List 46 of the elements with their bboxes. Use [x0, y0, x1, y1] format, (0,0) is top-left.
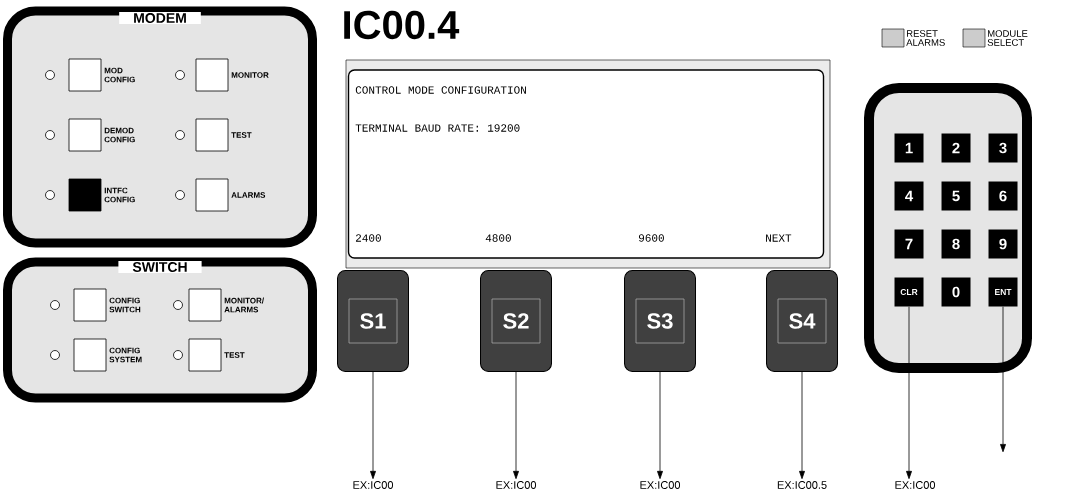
target-label: EX:IC00 [496, 481, 537, 489]
push-button: CONFIG SWITCH [50, 288, 141, 322]
push-button: TEST [175, 118, 252, 152]
soft-key: S3 [624, 270, 696, 372]
node-label: INTFC CONFIG [104, 187, 135, 203]
target-label: EX:IC00 [353, 481, 394, 489]
node-label: CONFIG SYSTEM [109, 347, 142, 363]
target-label: EX:IC00 [895, 481, 936, 489]
push-button: ALARMS [175, 178, 266, 212]
target-label: EX:IC00.5 [777, 481, 827, 489]
node-label: DEMOD CONFIG [104, 127, 135, 143]
soft-key: S1 [337, 270, 409, 372]
node-label: MOD CONFIG [104, 67, 135, 83]
push-button: CONFIG SYSTEM [50, 338, 142, 372]
node-label: TEST [224, 352, 245, 358]
node-label: MONITOR [231, 72, 269, 78]
title: IC00.4 [344, 10, 460, 40]
screen-text: 9600 [638, 234, 664, 242]
screen-text: TERMINAL BAUD RATE: 19200 [355, 124, 520, 132]
target-label: EX:IC00 [640, 481, 681, 489]
node-label: ALARMS [231, 192, 266, 198]
screen-text: 4800 [485, 234, 511, 242]
arrow [657, 371, 663, 480]
soft-key: S4 [766, 270, 838, 372]
node-label: MODULE SELECT [987, 30, 1028, 46]
arrow [799, 371, 805, 480]
node-label: MONITOR/ ALARMS [224, 297, 264, 313]
key-button: RESET ALARMS [881, 28, 945, 48]
arrow [906, 306, 912, 480]
screen-text: 2400 [355, 234, 381, 242]
push-button: MOD CONFIG [45, 58, 135, 92]
push-button: TEST [173, 338, 245, 372]
screen-text: NEXT [766, 234, 792, 242]
soft-key: S2 [480, 270, 552, 372]
arrow [370, 371, 376, 480]
arrow [513, 371, 519, 480]
node-label: CONFIG SWITCH [109, 297, 141, 313]
push-button: MONITOR [175, 58, 269, 92]
key-button: MODULE SELECT [962, 28, 1028, 48]
arrow [1000, 306, 1006, 453]
push-button: MONITOR/ ALARMS [173, 288, 264, 322]
node-label: RESET ALARMS [906, 30, 945, 46]
push-button: DEMOD CONFIG [45, 118, 135, 152]
push-button: INTFC CONFIG [45, 178, 135, 212]
node-label: TEST [231, 132, 252, 138]
screen-text: CONTROL MODE CONFIGURATION [355, 86, 526, 94]
